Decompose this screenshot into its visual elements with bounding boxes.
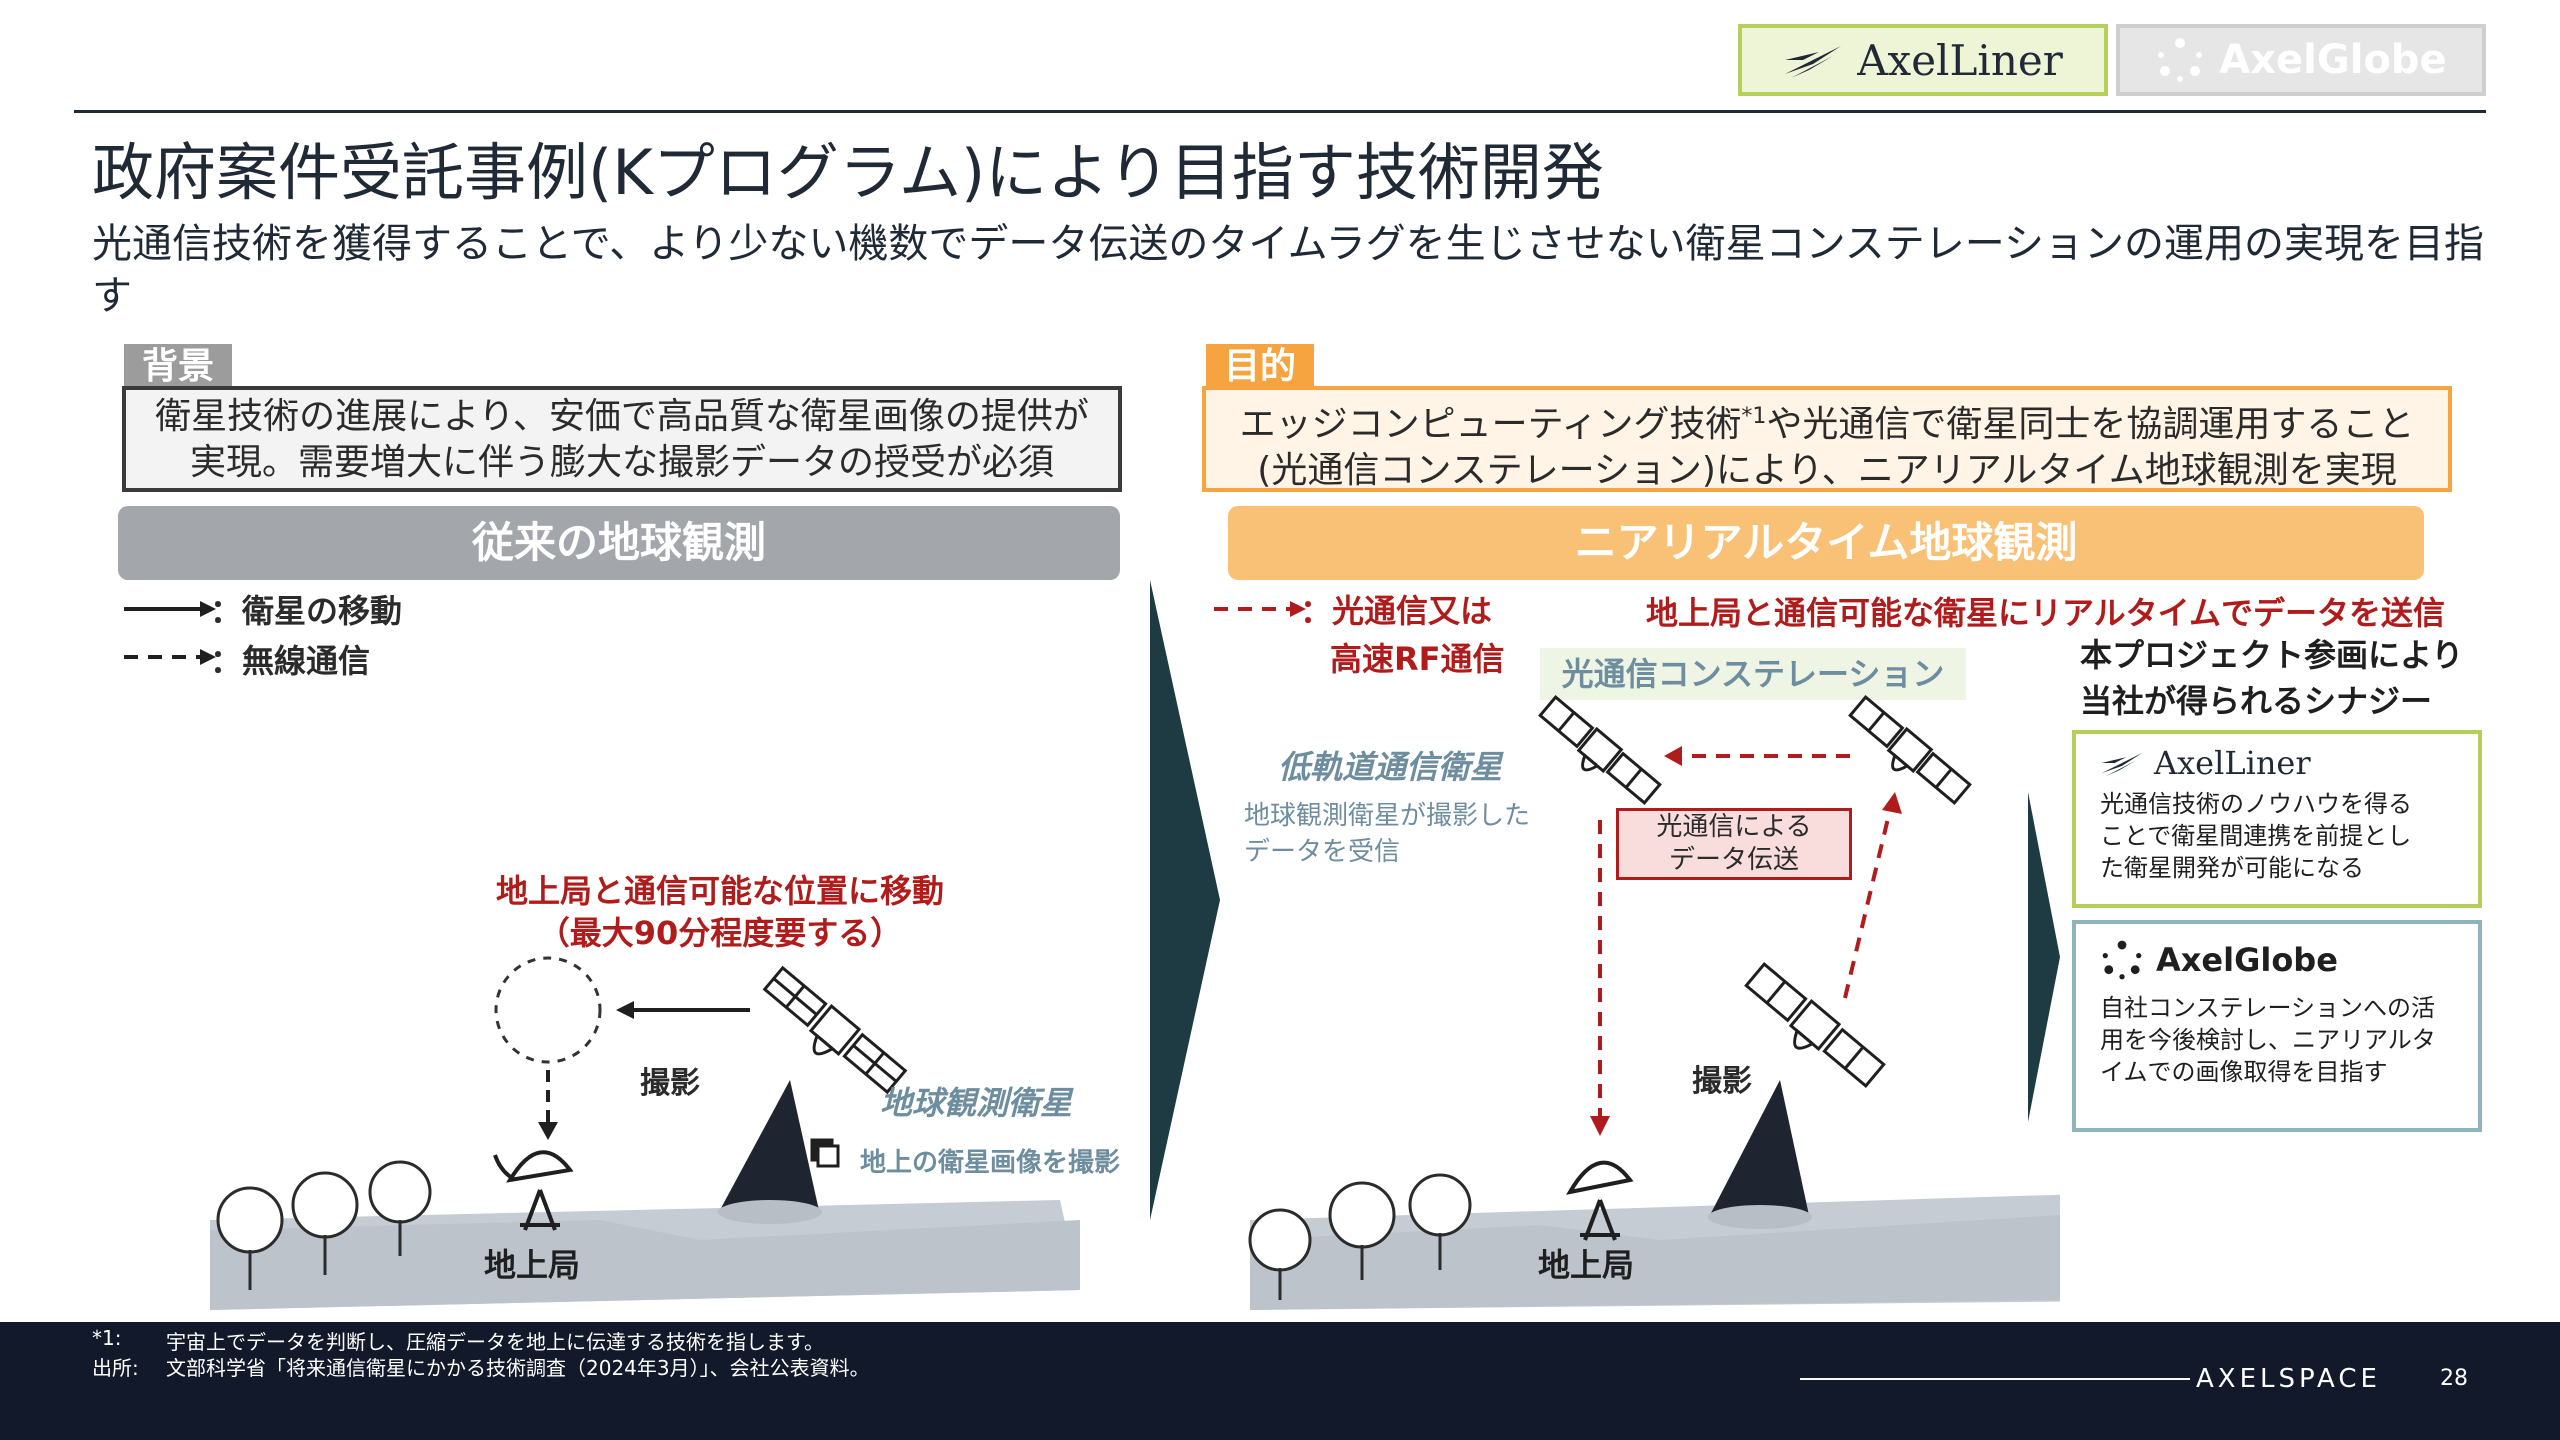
background-line-2: 実現。需要増大に伴う膨大な撮影データの授受が必須 bbox=[189, 442, 1054, 483]
legend-satellite-move: ：衛星の移動 bbox=[210, 592, 403, 630]
imaging-beam-left bbox=[720, 1080, 820, 1215]
leo-desc: 地球観測衛星が撮影した データを受信 bbox=[1244, 798, 1530, 870]
leo-desc-line-1: 地球観測衛星が撮影した bbox=[1244, 801, 1531, 831]
synergy-axelglobe-header: AxelGlobe bbox=[2100, 938, 2454, 982]
synergy-axelliner-header: AxelLiner bbox=[2100, 744, 2454, 782]
page-subtitle: 光通信技術を獲得することで、より少ない機数でデータ伝送のタイムラグを生じさせない… bbox=[92, 221, 2484, 319]
synergy-axelglobe-line-1: 自社コンステレーションへの活 bbox=[2100, 994, 2436, 1022]
synergy-axelglobe-line-2: 用を今後検討し、ニアリアルタ bbox=[2100, 1026, 2436, 1054]
observation-satellite-label: 地球観測衛星 bbox=[880, 1084, 1073, 1122]
ground-antenna-left-icon bbox=[493, 1150, 574, 1231]
conventional-banner: 従来の地球観測 bbox=[118, 506, 1120, 580]
synergy-heading: 本プロジェクト参画により 当社が得られるシナジー bbox=[2080, 632, 2463, 724]
observation-satellite-left-icon bbox=[762, 965, 908, 1095]
objective-line-1: エッジコンピューティング技術*1や光通信で衛星同士を協調運用すること bbox=[1239, 404, 2415, 445]
footnote-1-text: 宇宙上でデータを判断し、圧縮データを地上に伝達する技術を指します。 bbox=[166, 1330, 824, 1354]
capture-icon bbox=[810, 1138, 840, 1168]
axelglobe-logo-icon bbox=[2158, 38, 2203, 82]
optical-transfer-box: 光通信による データ伝送 bbox=[1616, 808, 1852, 880]
target-position bbox=[494, 956, 602, 1064]
move-label: 地上局と通信可能な位置に移動 （最大90分程度要する） bbox=[490, 870, 950, 954]
objective-tag: 目的 bbox=[1206, 344, 1315, 390]
axelliner-small-logo-icon bbox=[2101, 752, 2143, 777]
observation-satellite-right-icon bbox=[1744, 962, 1886, 1088]
realtime-label: 地上局と通信可能な衛星にリアルタイムでデータを送信 bbox=[1646, 594, 2446, 632]
legend-optical-1: ：光通信又は bbox=[1300, 592, 1493, 630]
axelliner-logo-icon bbox=[1785, 46, 1842, 78]
footer-rule bbox=[1800, 1378, 2190, 1380]
synergy-axelliner-name: AxelLiner bbox=[2154, 744, 2311, 782]
imaging-beam-right bbox=[1710, 1080, 1810, 1220]
background-box: 衛星技術の進展により、安価で高品質な衛星画像の提供が 実現。需要増大に伴う膨大な… bbox=[122, 386, 1122, 492]
synergy-heading-line-1: 本プロジェクト参画により bbox=[2080, 636, 2464, 674]
leo-satellite-label: 低軌道通信衛星 bbox=[1278, 748, 1503, 786]
axelglobe-tab[interactable]: AxelGlobe bbox=[2116, 24, 2486, 96]
shoot-label-left: 撮影 bbox=[640, 1066, 700, 1101]
synergy-axelglobe-name: AxelGlobe bbox=[2156, 941, 2338, 979]
header-divider bbox=[74, 110, 2486, 113]
synergy-chevron-icon bbox=[2028, 792, 2060, 1122]
synergy-axelliner-line-2: ことで衛星間連携を前提とし bbox=[2100, 822, 2412, 850]
objective-line-2: (光通信コンステレーション)により、ニアリアルタイム地球観測を実現 bbox=[1257, 450, 2397, 491]
objective-box: エッジコンピューティング技術*1や光通信で衛星同士を協調運用すること (光通信コ… bbox=[1202, 386, 2452, 492]
flow-chevron-icon bbox=[1150, 580, 1220, 1220]
ground-station-right: 地上局 bbox=[1538, 1246, 1635, 1284]
near-realtime-diagram bbox=[1248, 694, 2060, 1310]
legend-arrows-left bbox=[124, 601, 216, 665]
synergy-heading-line-2: 当社が得られるシナジー bbox=[2080, 682, 2433, 720]
background-tag: 背景 bbox=[124, 344, 233, 390]
conventional-diagram bbox=[210, 956, 1080, 1310]
footnote-1-key: *1: bbox=[92, 1326, 122, 1350]
axelglobe-small-logo-icon bbox=[2102, 940, 2142, 980]
page-number: 28 bbox=[2440, 1366, 2468, 1391]
move-label-line-1: 地上局と通信可能な位置に移動 bbox=[495, 872, 944, 910]
near-realtime-banner: ニアリアルタイム地球観測 bbox=[1228, 506, 2424, 580]
axelliner-tab[interactable]: AxelLiner bbox=[1738, 24, 2108, 96]
trees-right-icon bbox=[1248, 1173, 1472, 1300]
legend-optical-2: 高速RF通信 bbox=[1330, 640, 1505, 678]
axelliner-tab-label: AxelLiner bbox=[1857, 35, 2063, 85]
synergy-axelliner-card: AxelLiner 光通信技術のノウハウを得る ことで衛星間連携を前提とし た衛… bbox=[2072, 730, 2482, 908]
capture-label: 地上の衛星画像を撮影 bbox=[860, 1148, 1121, 1178]
synergy-axelglobe-line-3: イムでの画像取得を目指す bbox=[2100, 1058, 2388, 1086]
ground-station-left: 地上局 bbox=[484, 1246, 581, 1284]
background-line-1: 衛星技術の進展により、安価で高品質な衛星画像の提供が bbox=[155, 396, 1089, 437]
footnote-2-key: 出所: bbox=[92, 1356, 139, 1380]
synergy-axelliner-text: 光通信技術のノウハウを得る ことで衛星間連携を前提とし た衛星開発が可能になる bbox=[2100, 788, 2454, 884]
page-title: 政府案件受託事例(Kプログラム)により目指す技術開発 bbox=[92, 136, 1604, 209]
footnote-2-text: 文部科学省「将来通信衛星にかかる技術調査（2024年3月）」、会社公表資料。 bbox=[166, 1356, 870, 1380]
axelglobe-tab-label: AxelGlobe bbox=[2219, 37, 2447, 83]
optical-transfer-line-1: 光通信による bbox=[1656, 812, 1812, 842]
optical-transfer-line-2: データ伝送 bbox=[1668, 845, 1799, 875]
ground-antenna-right-icon bbox=[1566, 1160, 1634, 1241]
trees-left-icon bbox=[216, 1160, 432, 1290]
footer bbox=[0, 1322, 2560, 1440]
synergy-axelliner-line-3: た衛星開発が可能になる bbox=[2100, 854, 2364, 882]
synergy-axelglobe-text: 自社コンステレーションへの活 用を今後検討し、ニアリアルタ イムでの画像取得を目… bbox=[2100, 992, 2454, 1088]
leo-satellite-right-icon bbox=[1848, 694, 1972, 806]
constellation-label: 光通信コンステレーション bbox=[1540, 648, 1966, 700]
legend-arrow-optical bbox=[1214, 601, 1306, 617]
shoot-label-right: 撮影 bbox=[1692, 1064, 1752, 1099]
move-label-line-2: （最大90分程度要する） bbox=[537, 914, 903, 952]
synergy-axelliner-line-1: 光通信技術のノウハウを得る bbox=[2100, 790, 2412, 818]
leo-satellite-left-icon bbox=[1538, 694, 1662, 806]
footer-brand: AXELSPACE bbox=[2196, 1364, 2381, 1394]
legend-radio: ：無線通信 bbox=[210, 642, 371, 680]
synergy-axelglobe-card: AxelGlobe 自社コンステレーションへの活 用を今後検討し、ニアリアルタ … bbox=[2072, 920, 2482, 1132]
leo-desc-line-2: データを受信 bbox=[1244, 837, 1401, 867]
